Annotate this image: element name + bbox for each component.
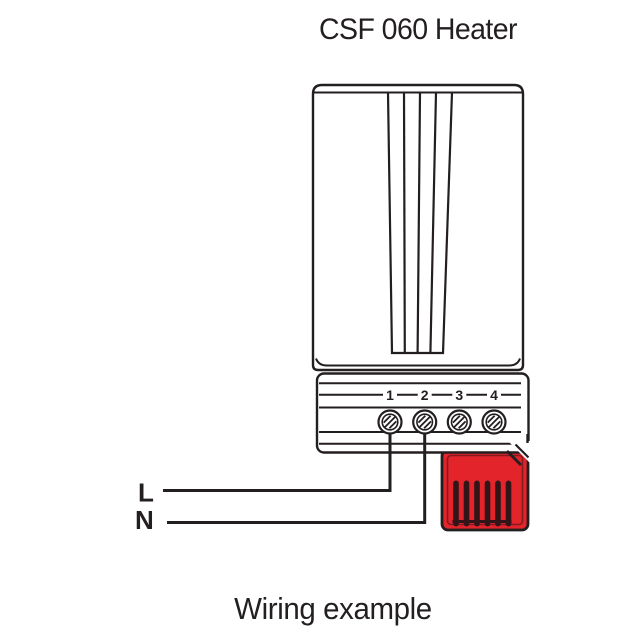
heater-bottom-inner-edge <box>315 358 521 367</box>
live-label: L <box>138 478 154 508</box>
screw-terminal-4 <box>481 409 507 435</box>
connector-slot <box>463 480 470 527</box>
diagram-title: CSF 060 Heater <box>319 13 518 46</box>
number-gap <box>417 387 432 402</box>
connector-slot <box>474 480 480 527</box>
number-gap <box>452 387 467 402</box>
screw-terminal-3 <box>446 409 472 435</box>
connector-slot <box>453 480 459 527</box>
fin-line <box>416 92 422 354</box>
connector-slot <box>495 480 501 527</box>
wiring: L N <box>135 424 427 535</box>
connector-slot-rail <box>452 520 512 523</box>
connector-slots <box>452 480 512 527</box>
neutral-label: N <box>135 505 154 535</box>
block-corner-line <box>514 443 530 459</box>
connector-cut-edge <box>506 450 522 466</box>
terminal-number-4: 4 <box>490 387 498 403</box>
screw-terminals <box>377 409 507 435</box>
number-gap <box>383 387 397 402</box>
red-connector-block <box>440 448 530 532</box>
terminal-number-3: 3 <box>455 387 463 403</box>
connector-slot <box>484 480 491 527</box>
live-wire <box>163 424 392 492</box>
heater-fins <box>386 92 454 355</box>
screw-terminal-1 <box>377 409 403 435</box>
corner-mask <box>508 441 534 464</box>
terminal-block-corner-overlay <box>506 434 534 466</box>
neutral-wire <box>167 424 427 524</box>
fin-line <box>429 92 438 354</box>
number-gap <box>487 387 501 402</box>
fin-outer-channel <box>386 92 454 355</box>
screw-terminal-2 <box>412 409 438 435</box>
fin-line <box>402 92 406 354</box>
diagram-caption: Wiring example <box>234 591 432 626</box>
connector-slot <box>505 480 512 527</box>
terminal-number-1: 1 <box>386 387 394 403</box>
terminal-number-2: 2 <box>421 387 429 403</box>
